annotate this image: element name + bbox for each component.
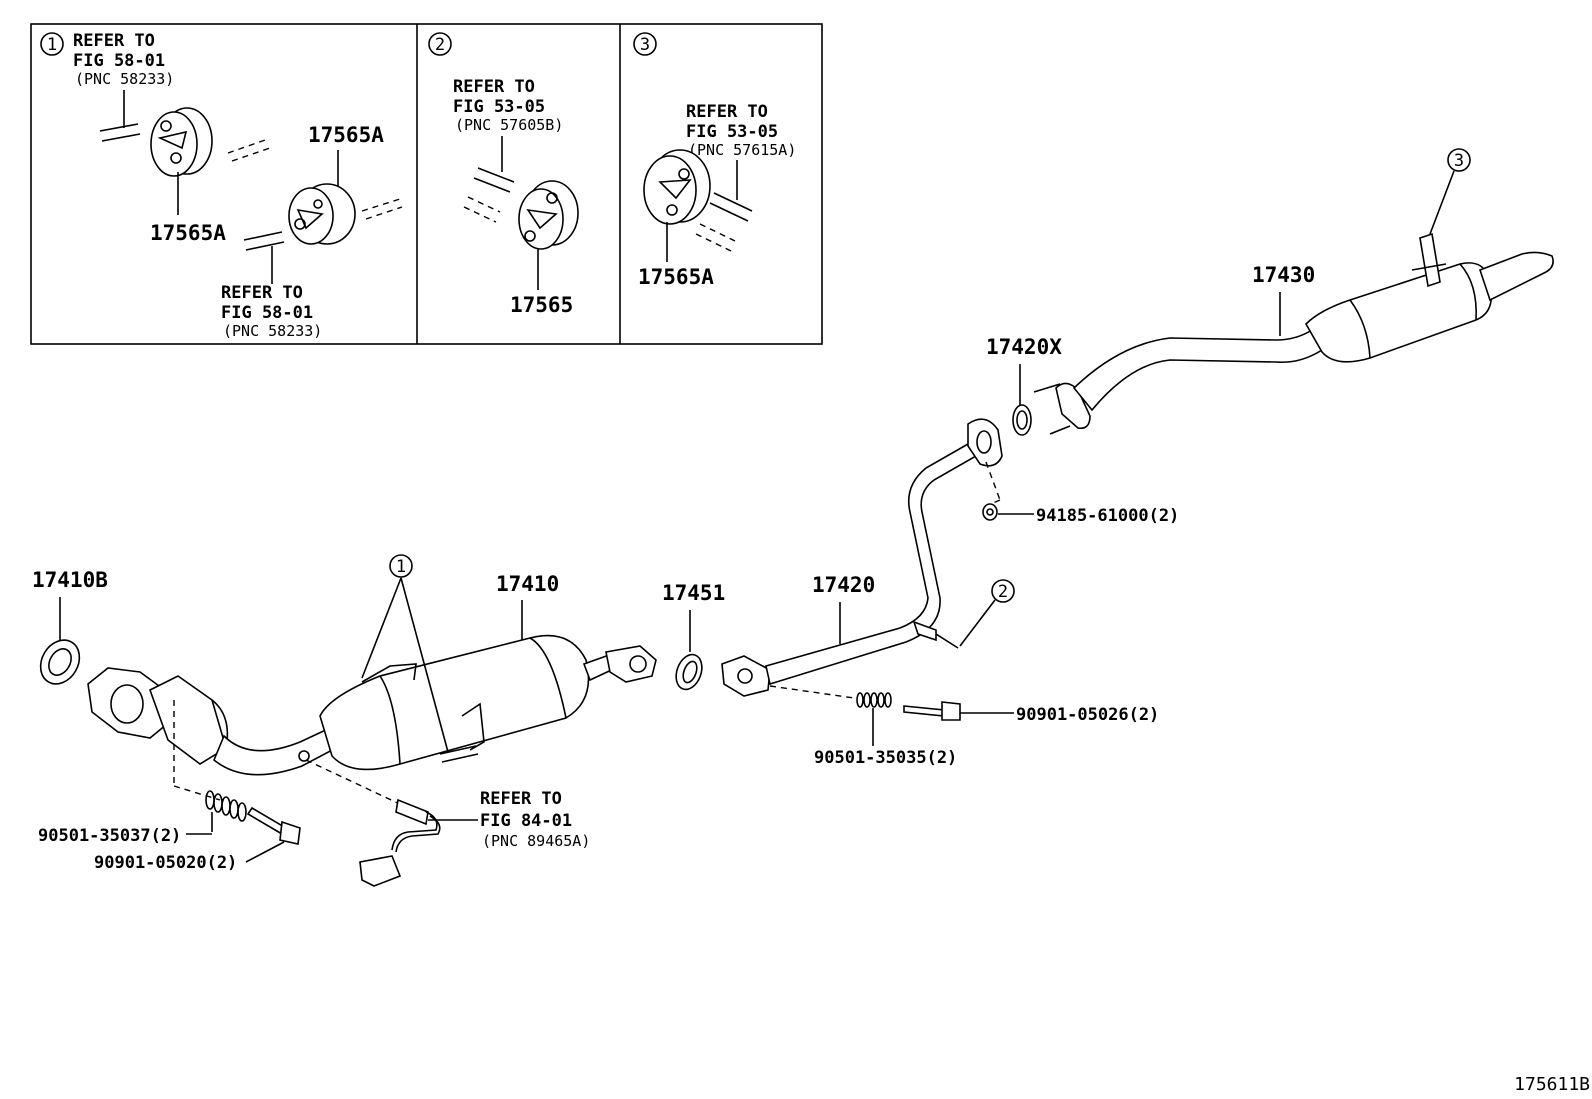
- inset-panel-3: 3 REFER TO FIG 53-05 (PNC 57615A) 17565A: [633, 32, 796, 289]
- callout-3-number: 3: [1454, 151, 1464, 171]
- panel-1-number: 1: [47, 35, 57, 55]
- tail-pipe-muffler-17430: 17430: [1033, 232, 1554, 435]
- panel-3-number: 3: [640, 35, 650, 55]
- panel-1-ref-bottom-line-3: (PNC 58233): [223, 322, 322, 340]
- panel-1-ref-top-line-1: REFER TO: [73, 31, 155, 51]
- spring-icon: [856, 692, 892, 708]
- center-pipe-17420: 17420: [721, 418, 1003, 697]
- part-17410: 17410: [496, 572, 559, 596]
- rubber-hanger-icon: [150, 107, 213, 177]
- callout-1: 1: [361, 554, 449, 753]
- inset-panel-1: 1 REFER TO FIG 58-01 (PNC 58233) 17565A …: [40, 31, 403, 340]
- inset-panel-2: 2 REFER TO FIG 53-05 (PNC 57605B) 17565: [428, 32, 579, 317]
- panel-1-ref-bottom-line-1: REFER TO: [221, 283, 303, 303]
- panel-2-ref-line-3: (PNC 57605B): [455, 116, 563, 134]
- part-90901-05026: 90901-05026(2): [1016, 705, 1159, 725]
- center-fasteners: 90901-05026(2) 90501-35035(2): [769, 685, 1159, 768]
- rubber-hanger-icon: [643, 149, 711, 225]
- part-90501-35035: 90501-35035(2): [814, 748, 957, 768]
- sheet-id: 175611B: [1514, 1074, 1590, 1095]
- part-17410B: 17410B: [32, 568, 108, 592]
- callout-1-number: 1: [396, 557, 406, 577]
- part-17565: 17565: [510, 293, 573, 317]
- sensor-ref-line-1: REFER TO: [480, 789, 562, 809]
- inlet-fasteners: 90501-35037(2) 90901-05020(2): [38, 700, 301, 873]
- panel-2-ref-line-1: REFER TO: [453, 77, 535, 97]
- part-17430: 17430: [1252, 263, 1315, 287]
- part-17420: 17420: [812, 573, 875, 597]
- bolt-icon: [903, 701, 961, 721]
- nut-94185: 94185-61000(2): [982, 461, 1179, 526]
- oxygen-sensor: REFER TO FIG 84-01 (PNC 89465A): [305, 759, 590, 887]
- part-17565A-left: 17565A: [150, 221, 226, 245]
- spring-icon: [205, 790, 247, 822]
- panel-3-ref-line-1: REFER TO: [686, 102, 768, 122]
- callout-2-number: 2: [998, 582, 1008, 602]
- part-94185-61000: 94185-61000(2): [1036, 506, 1179, 526]
- sensor-ref-line-2: FIG 84-01: [480, 811, 572, 831]
- panel-1-ref-top-line-3: (PNC 58233): [75, 70, 174, 88]
- sensor-ref-line-3: (PNC 89465A): [482, 832, 590, 850]
- front-pipe-converter-17410: 17410: [87, 572, 657, 776]
- part-90501-35037: 90501-35037(2): [38, 826, 181, 846]
- callout-2: 2: [959, 579, 1015, 647]
- part-17565A-panel3: 17565A: [638, 265, 714, 289]
- hanger-rod: [473, 167, 515, 193]
- rubber-hanger-icon: [518, 180, 579, 250]
- gasket-17451: 17451: [662, 581, 725, 691]
- part-17420X: 17420X: [986, 335, 1062, 359]
- panel-2-number: 2: [435, 35, 445, 55]
- hanger-rod: [243, 231, 285, 251]
- hanger-rod: [99, 123, 141, 142]
- bolt-icon: [246, 806, 301, 845]
- gasket-17410B: 17410B: [32, 568, 108, 685]
- nut-icon: [982, 503, 998, 521]
- part-17565A-right: 17565A: [308, 123, 384, 147]
- panel-1-ref-bottom-line-2: FIG 58-01: [221, 303, 313, 323]
- hanger-rod: [709, 192, 753, 222]
- inset-box: [30, 23, 823, 345]
- panel-3-ref-line-2: FIG 53-05: [686, 122, 778, 142]
- panel-3-ref-line-3: (PNC 57615A): [688, 141, 796, 159]
- part-90901-05020: 90901-05020(2): [94, 853, 237, 873]
- rubber-hanger-icon: [288, 183, 356, 245]
- panel-2-ref-line-2: FIG 53-05: [453, 97, 545, 117]
- gasket-17420X: 17420X: [986, 335, 1062, 436]
- callout-3: 3: [1429, 148, 1471, 235]
- part-17451: 17451: [662, 581, 725, 605]
- panel-1-ref-top-line-2: FIG 58-01: [73, 51, 165, 71]
